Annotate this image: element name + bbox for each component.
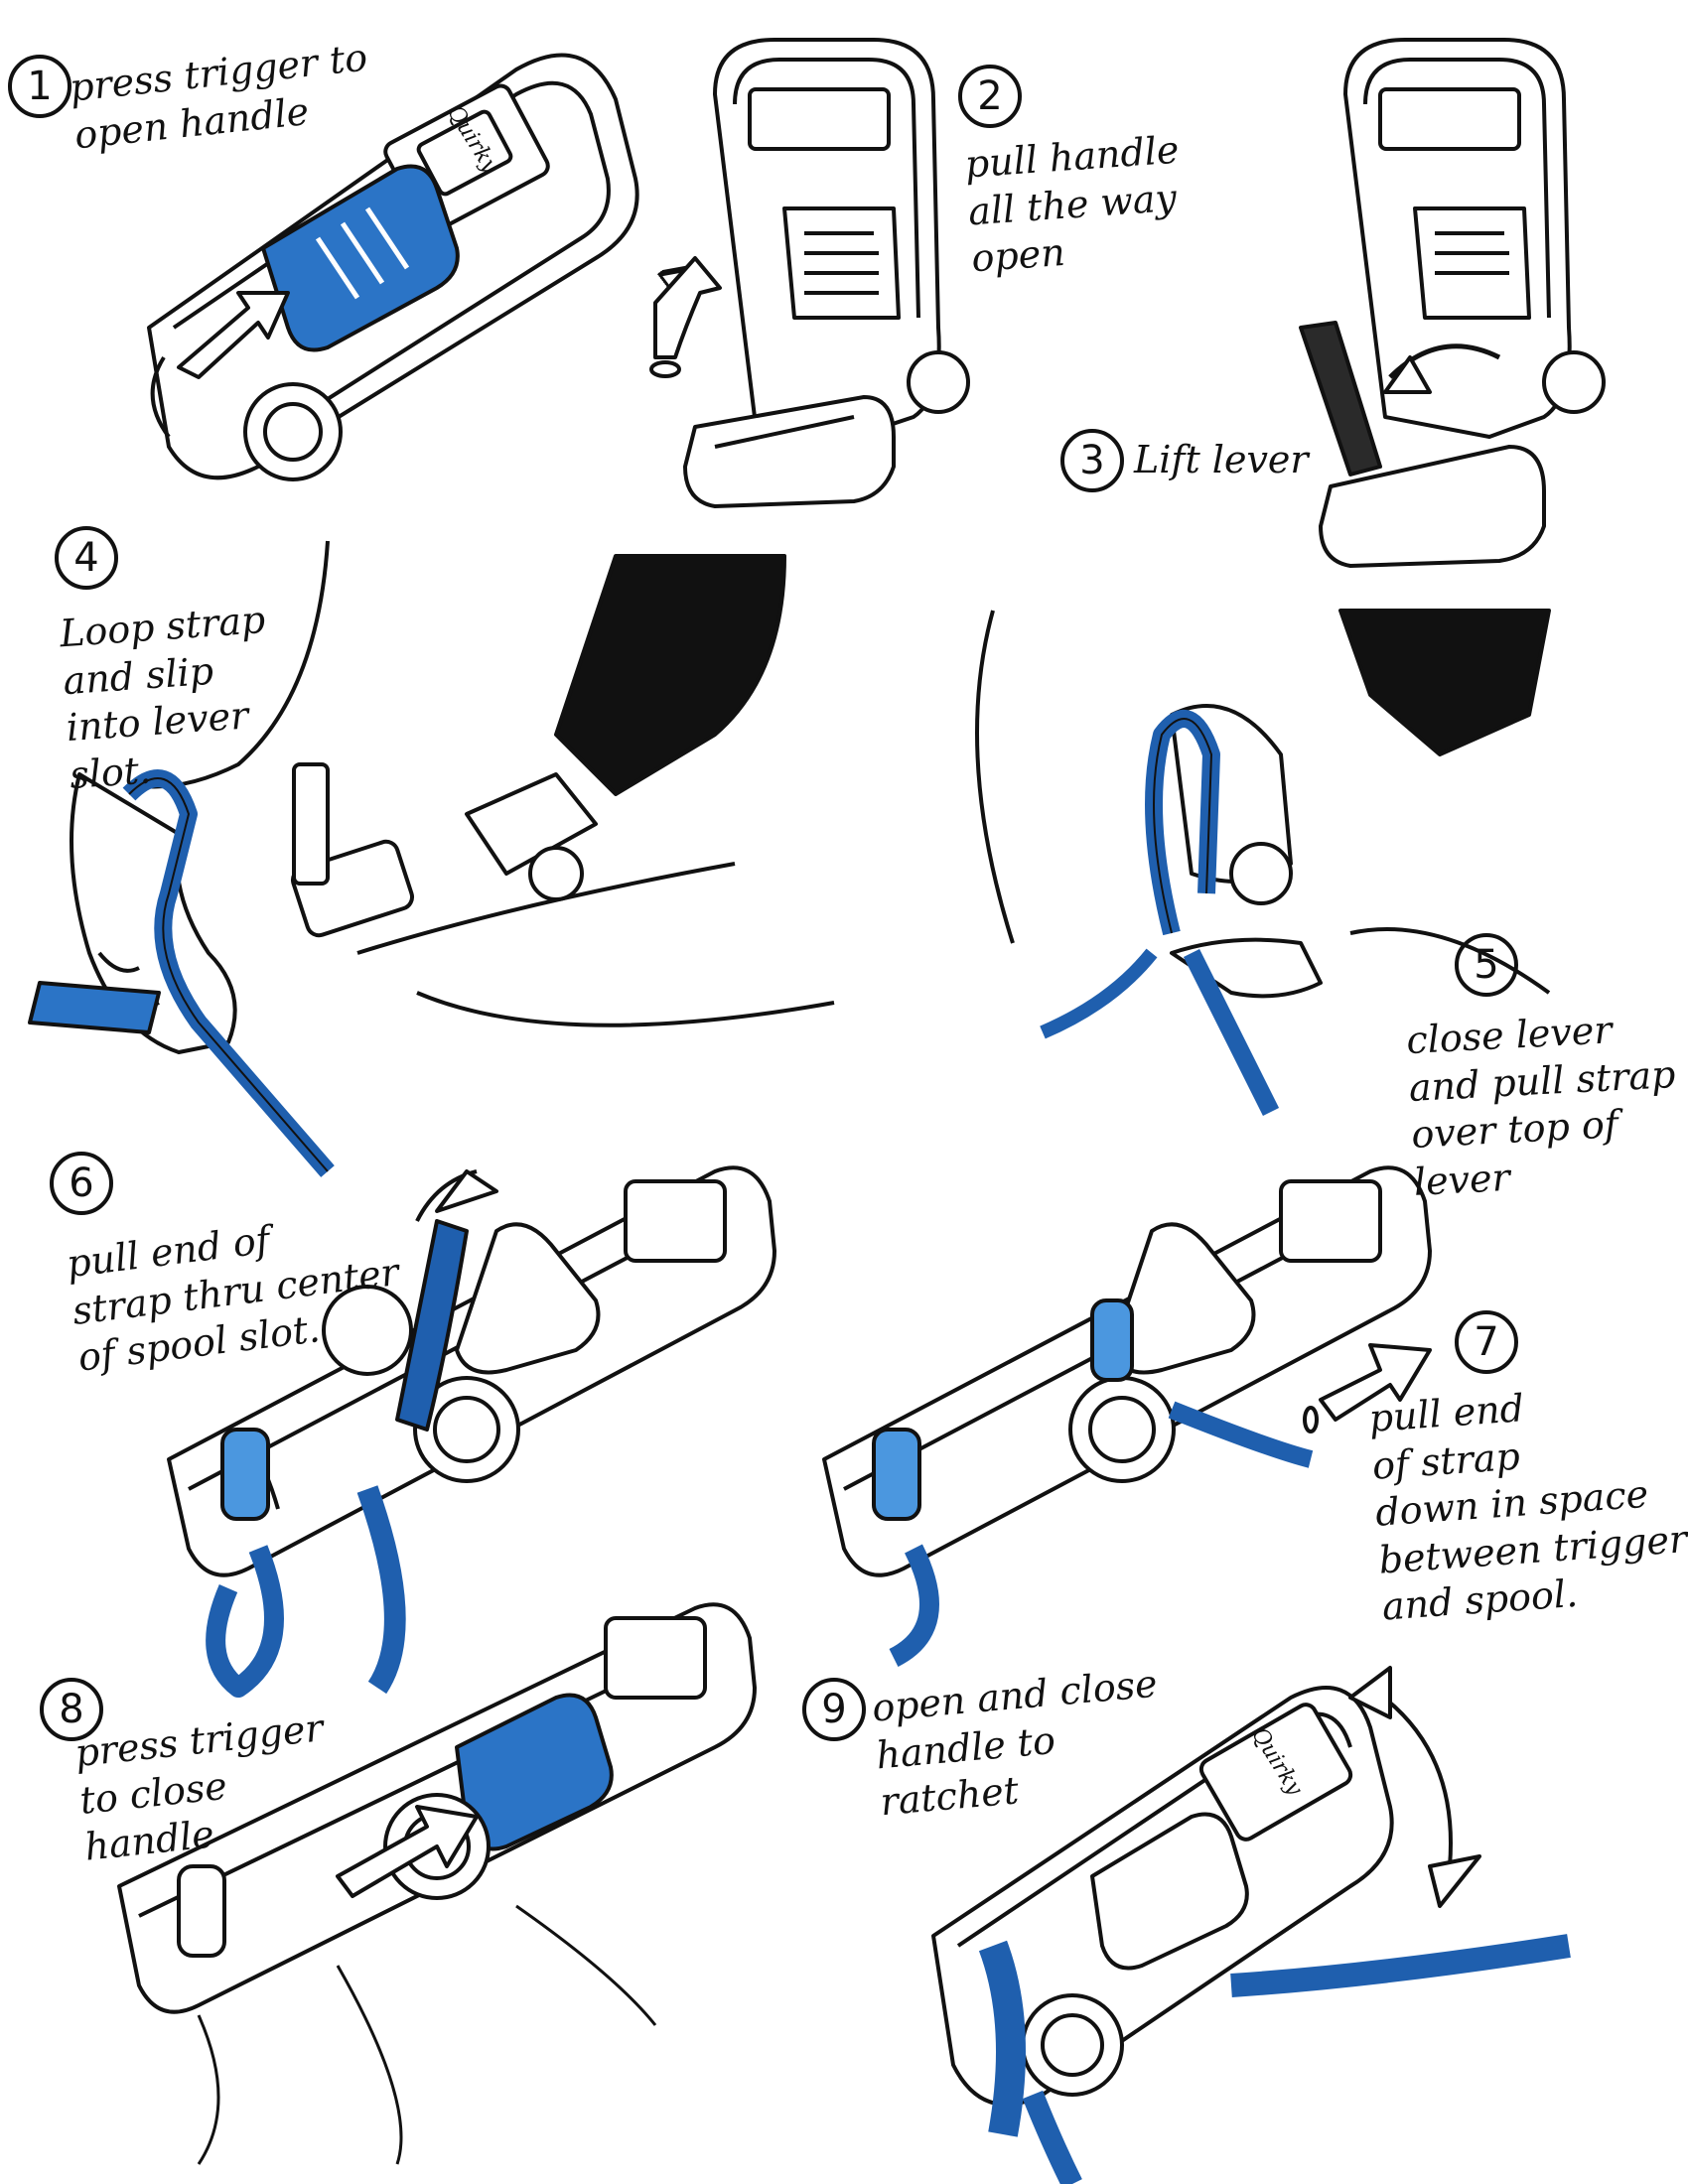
step-5-number: 5 xyxy=(1455,933,1518,997)
step-4-hands xyxy=(28,540,835,1177)
step-5-caption: close lever and pull strap over top of l… xyxy=(1405,1004,1681,1206)
step-3-line: Lift lever xyxy=(1134,438,1309,481)
step-1-ratchet xyxy=(147,53,639,481)
step-9-ratchet xyxy=(931,1666,1571,2184)
step-9-caption: open and close handle to ratchet xyxy=(870,1661,1167,1827)
step-8-ratchet xyxy=(117,1602,757,2165)
step-4-number: 4 xyxy=(55,526,118,590)
step-4-caption: Loop strap and slip into lever slot. xyxy=(59,597,277,799)
step-2-number: 2 xyxy=(958,65,1022,128)
step-6-ratchet xyxy=(167,1165,776,1698)
step-3-ratchet xyxy=(1299,38,1606,568)
step-2-caption: pull handle all the way open xyxy=(963,127,1187,283)
step-2-ratchet xyxy=(649,38,970,508)
step-8-number: 8 xyxy=(40,1678,103,1741)
step-9-number: 9 xyxy=(802,1678,866,1741)
step-7-number: 7 xyxy=(1455,1310,1518,1374)
step-6-number: 6 xyxy=(50,1152,113,1215)
step-7-ratchet xyxy=(822,1165,1432,1667)
step-8-caption: press trigger to close handle xyxy=(72,1705,335,1871)
step-1-number: 1 xyxy=(8,55,71,118)
step-3-caption: Lift lever xyxy=(1134,437,1309,484)
step-1-trigger xyxy=(261,164,460,352)
step-3-number: 3 xyxy=(1060,429,1124,492)
step-5-hands xyxy=(975,609,1551,1117)
step-7-caption: pull end of strap down in space between … xyxy=(1367,1374,1688,1631)
